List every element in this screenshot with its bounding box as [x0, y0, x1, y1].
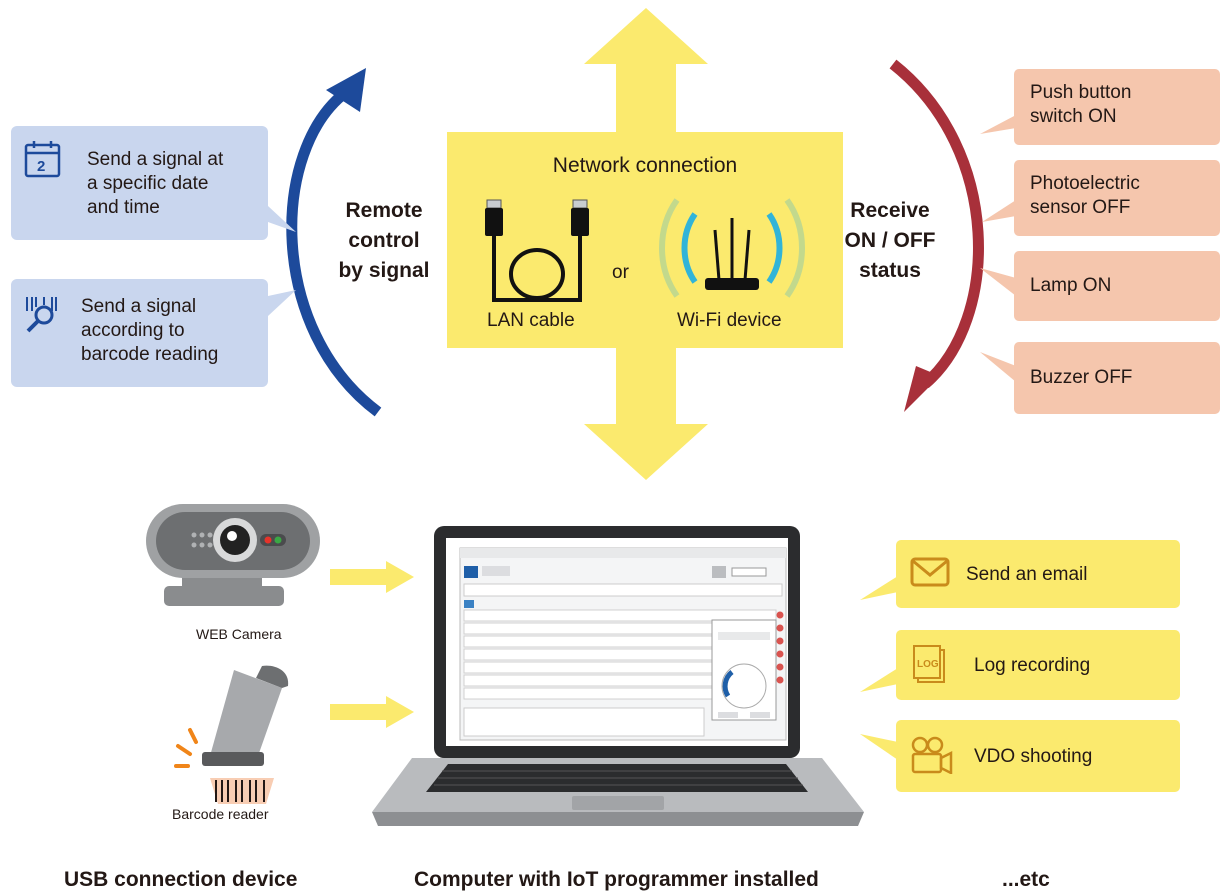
calendar-icon-digit: 2: [37, 158, 45, 175]
network-connection-box: Network connection or LAN cable Wi-Fi de…: [447, 132, 843, 348]
remote-control-arc-arrow: [286, 68, 382, 417]
log-icon-text: LOG: [917, 659, 939, 670]
usb-device-caption: USB connection device: [64, 868, 298, 891]
computer-caption: Computer with IoT programmer installed: [414, 868, 819, 891]
barcode-signal-box: Send a signal according to barcode readi…: [11, 279, 268, 387]
wifi-router-icon: [659, 198, 805, 298]
etc-caption: ...etc: [1002, 868, 1050, 891]
vdo-shooting-box: VDO shooting: [896, 720, 1180, 792]
or-label: or: [612, 262, 629, 283]
buzzer-status-text: Buzzer OFF: [1030, 367, 1133, 388]
remote-control-label: Remote control by signal: [338, 199, 430, 282]
buzzer-status-box: Buzzer OFF: [1014, 342, 1220, 414]
barcode-reader-label: Barcode reader: [172, 806, 269, 822]
video-camera-icon: [911, 736, 953, 774]
log-recording-box: LOG Log recording: [896, 630, 1180, 700]
lan-cable-label: LAN cable: [487, 310, 575, 331]
lan-cable-icon: [485, 199, 589, 302]
laptop-computer-image: [372, 526, 864, 826]
reader-to-computer-arrow: [330, 696, 414, 728]
barcode-signal-text: Send a signal according to barcode readi…: [81, 296, 219, 365]
log-recording-text: Log recording: [974, 655, 1091, 676]
push-button-status-text: Push button switch ON: [1030, 82, 1132, 127]
photoelectric-status-text: Photoelectric sensor OFF: [1030, 173, 1140, 218]
lamp-status-text: Lamp ON: [1030, 275, 1112, 296]
web-camera-label: WEB Camera: [196, 626, 282, 642]
date-time-signal-text: Send a signal at a specific date and tim…: [87, 149, 224, 218]
calendar-icon: 2: [24, 141, 61, 178]
receive-status-arc-arrow: [889, 59, 984, 412]
lamp-status-box: Lamp ON: [1014, 251, 1220, 321]
mail-icon: [910, 557, 950, 587]
wifi-device-label: Wi-Fi device: [677, 310, 782, 331]
network-title: Network connection: [552, 154, 738, 177]
send-email-text: Send an email: [966, 564, 1088, 585]
push-button-status-box: Push button switch ON: [1014, 69, 1220, 145]
barcode-search-icon: [26, 297, 57, 333]
barcode-reader-image: [174, 665, 289, 804]
camera-to-computer-arrow: [330, 561, 414, 593]
date-time-signal-box: 2 Send a signal at a specific date and t…: [11, 126, 268, 240]
send-email-box: Send an email: [896, 540, 1180, 608]
log-file-icon: LOG: [913, 645, 945, 683]
network-double-arrow: [584, 8, 708, 480]
web-camera-image: [146, 504, 320, 606]
photoelectric-status-box: Photoelectric sensor OFF: [1014, 160, 1220, 236]
receive-status-label: Receive ON / OFF status: [844, 199, 936, 282]
vdo-shooting-text: VDO shooting: [974, 746, 1093, 767]
